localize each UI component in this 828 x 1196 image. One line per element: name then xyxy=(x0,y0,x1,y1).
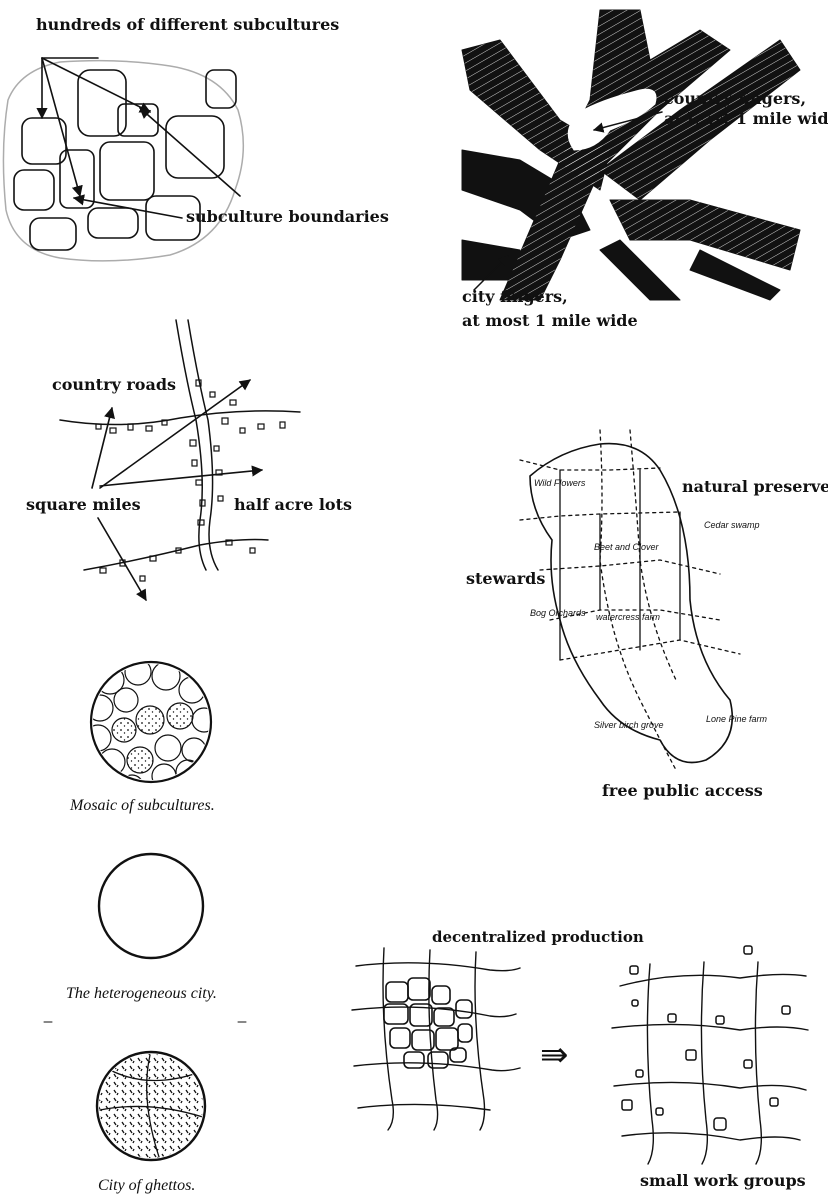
label-city-fingers-width: at most 1 mile wide xyxy=(462,311,638,330)
caption-ghettos: City of ghettos. xyxy=(98,1177,195,1194)
label-free-public-access: free public access xyxy=(602,781,763,800)
note-wild-flowers: Wild Flowers xyxy=(534,478,586,488)
country-roads-map: country roads square miles half acre lot… xyxy=(26,319,352,601)
label-country-fingers-width: at least 1 mile wide xyxy=(664,109,828,128)
subculture-map: hundreds of different subcultures subcul… xyxy=(2,15,389,262)
label-country-fingers: country fingers, xyxy=(664,89,806,108)
note-watercress-farm: watercress farm xyxy=(596,612,661,622)
note-lone-pine: Lone Pine farm xyxy=(706,714,768,724)
fingers-map: country fingers, at least 1 mile wide ci… xyxy=(461,9,828,330)
note-cedar-swamp: Cedar swamp xyxy=(704,520,760,530)
natural-preserves-map: Wild Flowers Beet and Clover Cedar swamp… xyxy=(466,429,828,800)
caption-mosaic: Mosaic of subcultures. xyxy=(69,797,215,814)
label-small-work-groups: small work groups xyxy=(640,1171,806,1190)
label-square-miles: square miles xyxy=(26,495,141,514)
mosaic-circle xyxy=(89,660,213,784)
heterogeneous-circle xyxy=(97,852,205,960)
label-stewards: stewards xyxy=(466,569,545,588)
label-subculture-boundaries: subculture boundaries xyxy=(186,207,389,226)
note-bog-orchards: Bog Orchards xyxy=(530,608,586,618)
label-country-roads: country roads xyxy=(52,375,176,394)
label-decentralized-production: decentralized production xyxy=(432,928,644,946)
decentralized-production-after: small work groups xyxy=(611,945,809,1190)
caption-heterogeneous: The heterogeneous city. xyxy=(66,985,217,1002)
transition-arrow-icon: ⇛ xyxy=(540,1035,569,1075)
label-half-acre-lots: half acre lots xyxy=(234,495,352,514)
note-beet-clover: Beet and Clover xyxy=(594,542,660,552)
label-subcultures: hundreds of different subcultures xyxy=(36,15,339,34)
ghettos-circle xyxy=(95,1050,207,1162)
decentralized-production-before: decentralized production xyxy=(351,928,644,1131)
label-city-fingers: city fingers, xyxy=(462,287,568,306)
note-silver-birch: Silver birch grove xyxy=(594,720,664,730)
label-natural-preserves: natural preserves xyxy=(682,477,828,496)
